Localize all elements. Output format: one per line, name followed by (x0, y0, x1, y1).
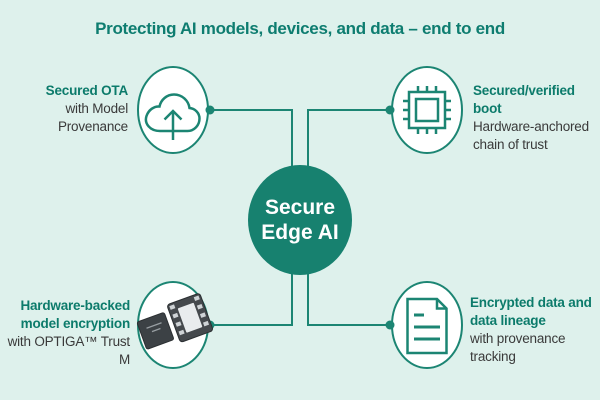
icon-circle-bottom-right (391, 281, 463, 369)
connector-dot-top-right (385, 105, 395, 115)
cloud-upload-icon (144, 93, 201, 140)
node-hardware-backed-model-encryption-heading: Hardware-backed model encryption (20, 298, 130, 331)
node-secured-verified-boot-heading: Secured/verified boot (473, 83, 575, 116)
node-hardware-backed-model-encryption-body: with OPTIGA™ Trust M (7, 334, 131, 367)
center-node-label-line2: Edge AI (261, 221, 339, 244)
page-title: Protecting AI models, devices, and data … (95, 19, 505, 38)
chip-side-pads (169, 295, 210, 336)
chip-center-pad (177, 302, 203, 333)
node-secured-ota-heading: Secured OTA (45, 83, 129, 98)
node-secured-verified-boot-body: Hardware-anchored chain of trust (473, 119, 589, 152)
optiga-trust-m-chips-icon (136, 293, 213, 350)
node-encrypted-data-lineage-heading: Encrypted data and data lineage (470, 295, 592, 328)
node-secured-ota-body: with Model Provenance (57, 101, 128, 134)
node-secured-verified-boot: Secured/verified boot Hardware-anchored … (473, 82, 600, 154)
connector-top-right (307, 109, 390, 172)
connector-dot-bottom-right (385, 320, 395, 330)
chip-marking (146, 322, 162, 333)
connector-dot-top-left (205, 105, 215, 115)
connector-top-left (210, 109, 293, 172)
connector-bottom-right (307, 268, 390, 326)
center-node-label-line1: Secure (264, 196, 336, 219)
document-icon (406, 297, 448, 355)
node-hardware-backed-model-encryption: Hardware-backed model encryption with OP… (0, 297, 131, 369)
center-node-ellipse (248, 165, 352, 275)
node-secured-ota: Secured OTA with Model Provenance (45, 82, 129, 136)
node-encrypted-data-lineage-body: with provenance tracking (470, 331, 566, 364)
chip-icon (403, 86, 451, 134)
connector-bottom-left (210, 268, 293, 326)
icon-circle-top-right (391, 66, 463, 154)
node-encrypted-data-lineage: Encrypted data and data lineage with pro… (470, 294, 592, 366)
center-node-label: Secure Edge AI (248, 195, 352, 245)
